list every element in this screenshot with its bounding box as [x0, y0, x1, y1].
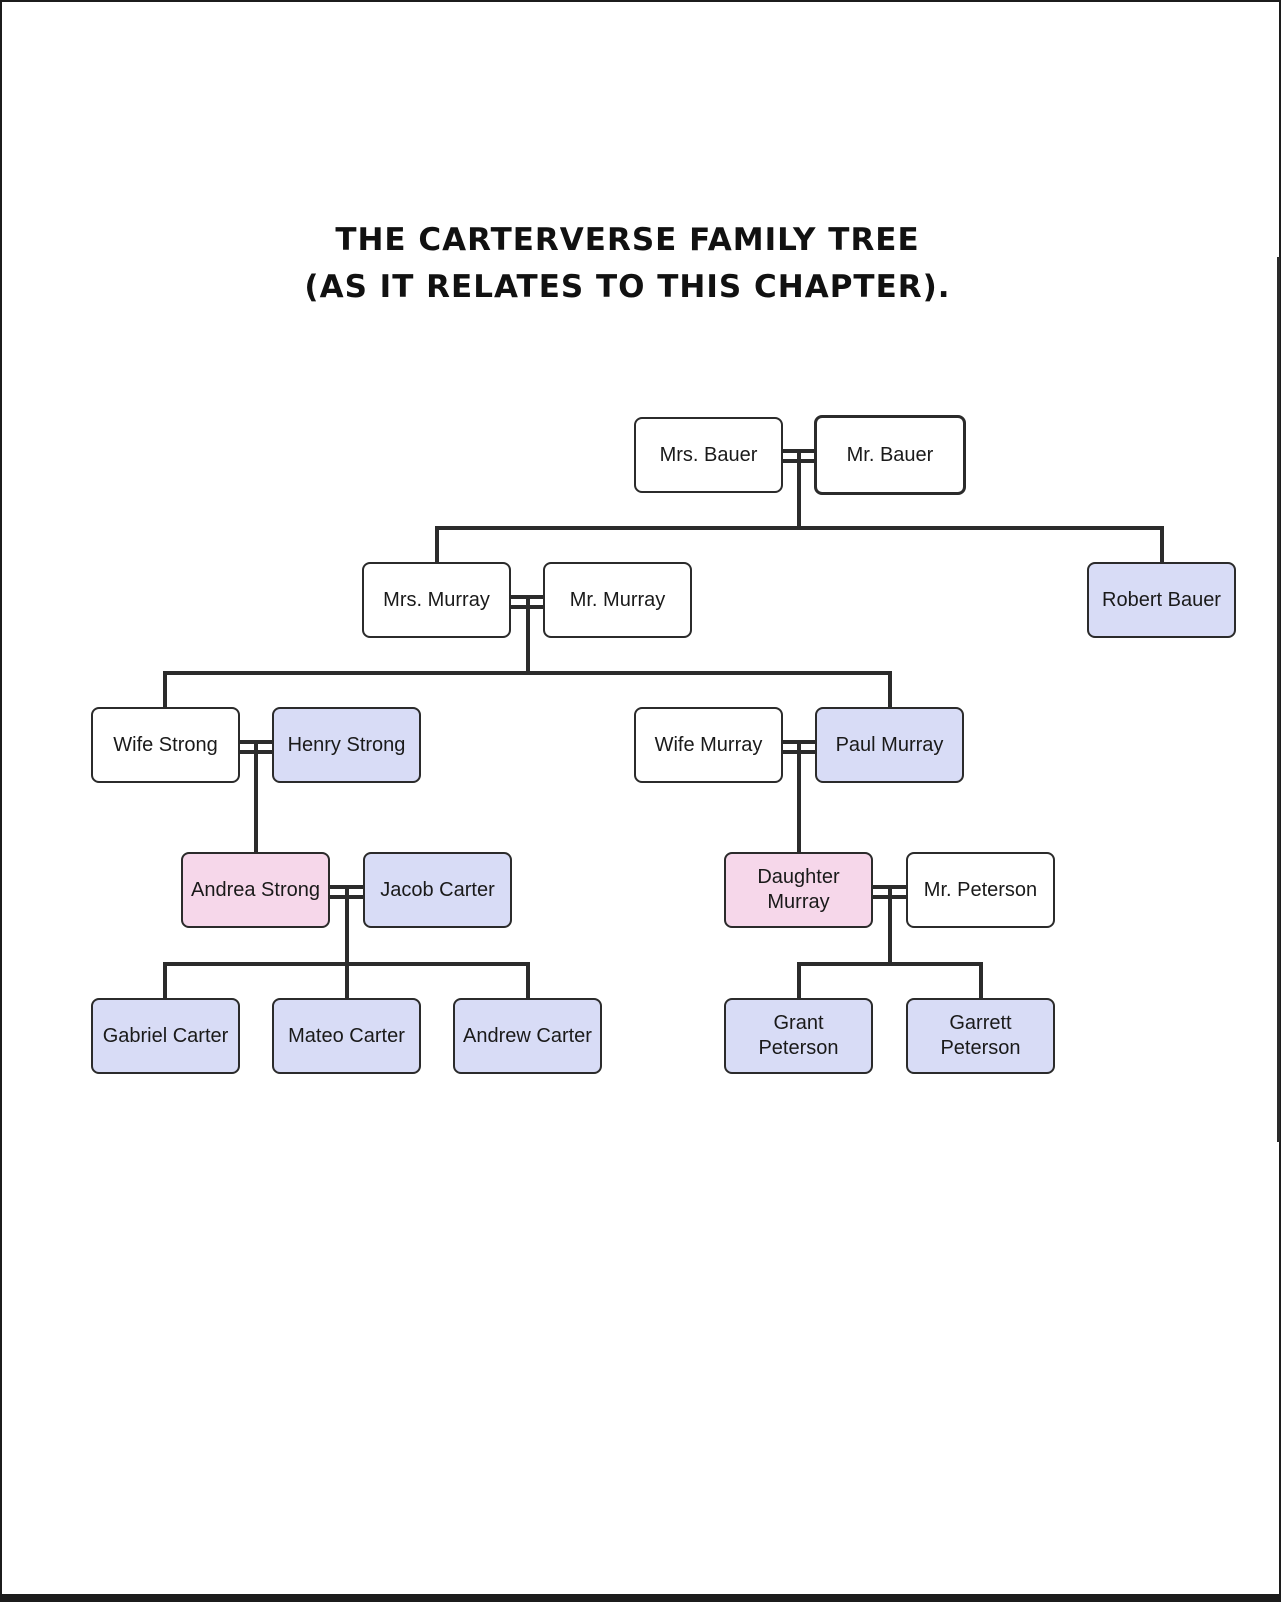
node-mr-peterson: Mr. Peterson — [906, 852, 1055, 928]
node-wife-strong: Wife Strong — [91, 707, 240, 783]
node-mrs-bauer: Mrs. Bauer — [634, 417, 783, 493]
node-mr-murray: Mr. Murray — [543, 562, 692, 638]
diagram-subtitle: (AS IT RELATES TO THIS CHAPTER). — [304, 269, 951, 305]
node-garrett-peterson: Garrett Peterson — [906, 998, 1055, 1074]
node-gabriel-carter: Gabriel Carter — [91, 998, 240, 1074]
node-mateo-carter: Mateo Carter — [272, 998, 421, 1074]
node-paul-murray: Paul Murray — [815, 707, 964, 783]
diagram-title: THE CARTERVERSE FAMILY TREE — [335, 222, 920, 258]
node-andrea-strong: Andrea Strong — [181, 852, 330, 928]
node-jacob-carter: Jacob Carter — [363, 852, 512, 928]
node-grant-peterson: Grant Peterson — [724, 998, 873, 1074]
page-edge-rule — [1277, 257, 1280, 1142]
node-daughter-murray: Daughter Murray — [724, 852, 873, 928]
page-bottom-rule — [2, 1594, 1279, 1600]
node-wife-murray: Wife Murray — [634, 707, 783, 783]
node-mr-bauer: Mr. Bauer — [814, 415, 966, 495]
node-mrs-murray: Mrs. Murray — [362, 562, 511, 638]
node-andrew-carter: Andrew Carter — [453, 998, 602, 1074]
node-henry-strong: Henry Strong — [272, 707, 421, 783]
node-robert-bauer: Robert Bauer — [1087, 562, 1236, 638]
